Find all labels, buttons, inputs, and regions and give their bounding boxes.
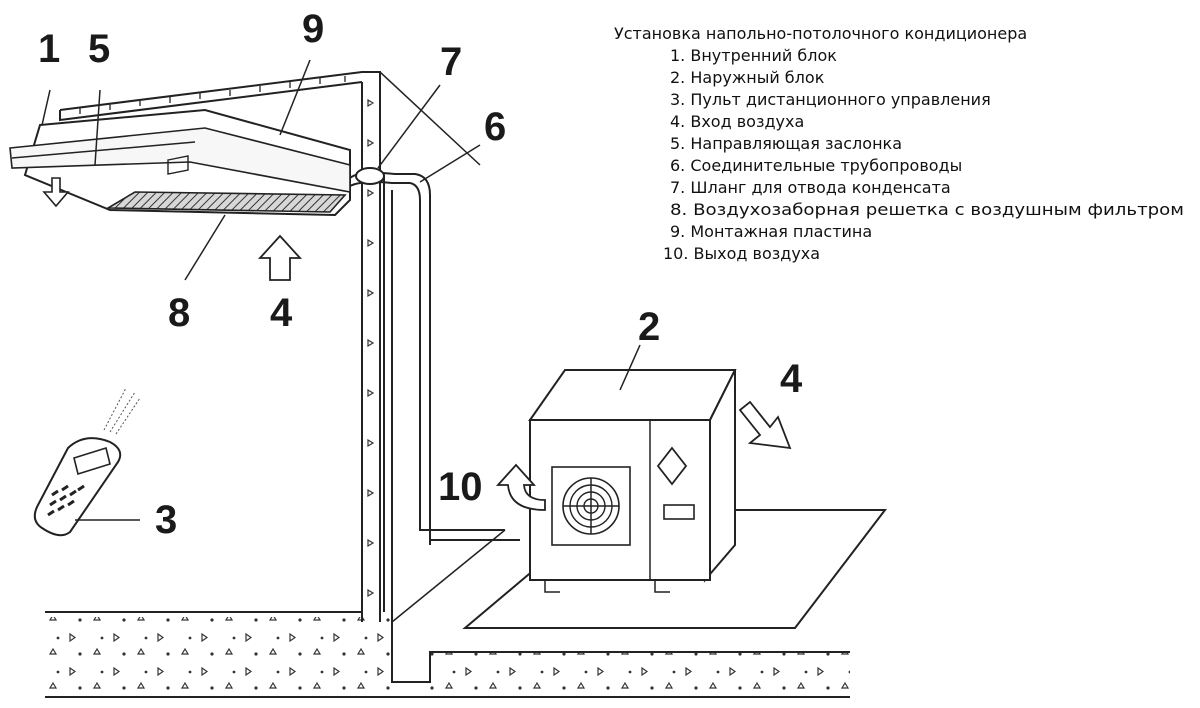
pipes — [349, 167, 520, 623]
callout-3: 3 — [155, 498, 177, 542]
callout-6: 6 — [484, 105, 506, 149]
callout-numbers: 1 5 9 7 6 8 4 2 4 10 3 — [38, 7, 803, 542]
legend-item-8: 8. Воздухозаборная решетка с воздушным ф… — [670, 200, 1184, 219]
callout-4-outdoor: 4 — [780, 357, 803, 401]
legend: Установка напольно-потолочного кондицион… — [614, 24, 1184, 263]
callout-4-indoor: 4 — [270, 291, 293, 335]
legend-item-6: 6. Соединительные трубопроводы — [670, 156, 962, 175]
legend-item-3: 3. Пульт дистанционного управления — [670, 90, 991, 109]
legend-item-9: 9. Монтажная пластина — [670, 222, 872, 241]
legend-item-10: 10. Выход воздуха — [663, 244, 820, 263]
floor-slab — [45, 611, 850, 698]
outdoor-unit — [495, 369, 792, 593]
indoor-unit — [9, 108, 351, 217]
legend-item-5: 5. Направляющая заслонка — [670, 134, 902, 153]
callout-1: 1 — [38, 27, 60, 71]
legend-title: Установка напольно-потолочного кондицион… — [614, 24, 1027, 43]
legend-item-4: 4. Вход воздуха — [670, 112, 804, 131]
callout-7: 7 — [440, 40, 462, 84]
legend-item-1: 1. Внутренний блок — [670, 46, 837, 65]
callout-10: 10 — [438, 465, 483, 509]
callout-5: 5 — [88, 27, 110, 71]
remote-control — [33, 387, 141, 537]
legend-item-7: 7. Шланг для отвода конденсата — [670, 178, 951, 197]
callout-8: 8 — [168, 291, 190, 335]
legend-item-2: 2. Наружный блок — [670, 68, 825, 87]
callout-9: 9 — [302, 7, 324, 51]
callout-2: 2 — [638, 305, 660, 349]
air-inlet-arrow — [257, 234, 303, 281]
leader-lines — [41, 59, 641, 521]
wall-texture — [79, 76, 375, 598]
